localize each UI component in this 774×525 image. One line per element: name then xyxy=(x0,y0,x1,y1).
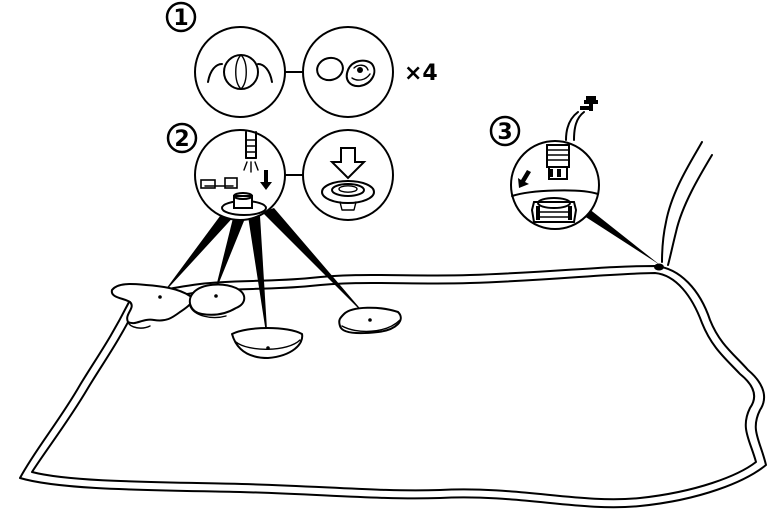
faucet-icon xyxy=(565,96,598,141)
step-1: 1 ×4 xyxy=(165,1,438,118)
perimeter-tube xyxy=(19,265,767,509)
step-1-badge: 1 xyxy=(165,1,197,33)
tap-coupling-illustration xyxy=(510,140,600,230)
step-2: 2 xyxy=(160,122,394,346)
hose-connector-illustration xyxy=(194,129,286,221)
down-arrow-icon xyxy=(518,170,531,188)
puddle-4 xyxy=(338,306,402,335)
ball-halves-illustration xyxy=(302,26,394,118)
quantity-label: ×4 xyxy=(404,61,438,86)
press-fit-illustration xyxy=(302,129,394,221)
callout-beams xyxy=(160,208,370,346)
step-3: 3 xyxy=(489,96,660,265)
step-3-badge: 3 xyxy=(489,115,521,147)
step-1-number: 1 xyxy=(173,6,188,31)
rotate-right-arrow-icon xyxy=(257,63,273,83)
step-3-number: 3 xyxy=(497,120,512,145)
step-2-badge: 2 xyxy=(166,122,198,154)
step-2-number: 2 xyxy=(174,127,189,152)
rotate-left-arrow-icon xyxy=(207,63,223,83)
ball-rotate-illustration xyxy=(194,26,286,118)
press-down-arrow-icon xyxy=(329,147,367,180)
down-arrow-icon xyxy=(260,170,272,190)
puddle-1 xyxy=(110,283,193,329)
puddle-3 xyxy=(231,327,304,359)
puddle-2 xyxy=(188,283,246,319)
supply-hose xyxy=(654,141,713,271)
step-3-callout-beam xyxy=(578,208,660,265)
